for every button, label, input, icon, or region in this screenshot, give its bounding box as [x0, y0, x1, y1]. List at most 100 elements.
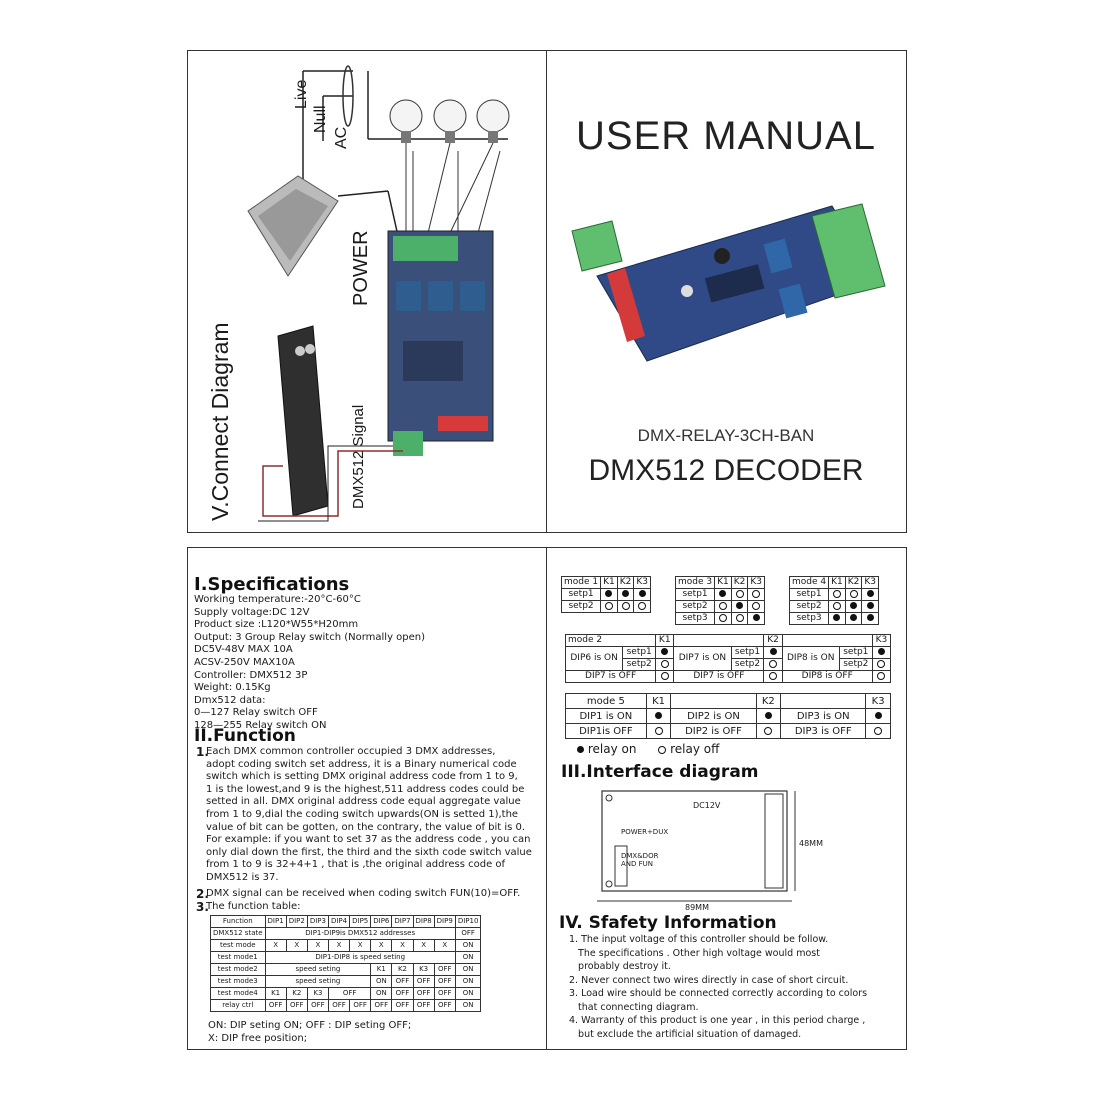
relay-off-mark	[730, 588, 749, 601]
table-cell: mode 2	[564, 634, 657, 647]
function-p1-line: from 1 to 9 is 32+4+1 , that is ,the ori…	[206, 859, 506, 871]
spec-line: Weight: 0.15Kg	[194, 682, 271, 694]
product-board-image	[571, 203, 886, 362]
table-cell: X	[412, 939, 435, 952]
table-cell: DIP3 is ON	[780, 708, 867, 724]
table-header-row: Function DIP1 DIP2 DIP3 DIP4 DIP5 DIP6 D…	[210, 915, 482, 928]
function-paragraph-1: 1. Each DMX common controller occupied 3…	[196, 746, 541, 914]
table-cell: DIP3	[306, 915, 329, 928]
table-cell: setp2	[560, 600, 602, 613]
table-cell: OFF	[412, 975, 435, 988]
relay-on-mark	[616, 588, 635, 601]
function-p1-line: setted in all. DMX original address code…	[206, 796, 521, 808]
safety-heading: IV. Sfafety Information	[559, 913, 777, 933]
interface-diagram	[597, 790, 796, 902]
spec-line: 128—255 Relay switch ON	[194, 719, 327, 731]
connect-diagram-panel: Live Null AC POWER DMX512 Signal V.Conne…	[187, 50, 547, 533]
function-p3: The function table:	[206, 901, 301, 913]
relay-off-mark	[714, 600, 732, 613]
table-cell: setp1	[674, 588, 716, 601]
table-cell: OFF	[285, 999, 308, 1012]
spec-line: ACSV-250V MAX10A	[194, 656, 295, 668]
null-label: Null	[312, 105, 329, 133]
table-cell: OFF	[433, 987, 456, 1000]
safety-line: 3. Load wire should be connected correct…	[569, 988, 868, 999]
table-cell: X	[433, 939, 456, 952]
table-cell: K2	[730, 576, 749, 589]
table-cell: test mode1	[210, 951, 266, 964]
table-cell: setp2	[674, 600, 716, 613]
model-name: DMX-RELAY-3CH-BAN	[637, 426, 815, 445]
table-cell: DIP6	[370, 915, 393, 928]
table-cell: DIP4	[327, 915, 351, 928]
function-p1-line: value of bit can be gotten, on the contr…	[206, 821, 526, 833]
relay-off-mark	[616, 600, 635, 613]
relay-on-mark	[828, 612, 846, 625]
product-name: DMX512 DECODER	[588, 454, 864, 487]
relay-on-mark	[755, 708, 782, 724]
table-row: test mode1 DIP1-DIP8 is speed seting ON	[210, 951, 482, 964]
table-cell: X	[370, 939, 393, 952]
function-p1-line: from 1 to 9,dial the coding switch upwar…	[206, 808, 519, 820]
relay-board	[387, 230, 494, 456]
table-cell: K3	[871, 634, 892, 647]
table-row: relay ctrl OFF OFF OFF OFF OFF OFF OFF O…	[210, 999, 482, 1012]
legend-line: ON: DIP seting ON; OFF : DIP seting OFF;	[208, 1020, 412, 1031]
relay-off-icon	[658, 745, 667, 754]
table-cell: K3	[747, 576, 766, 589]
relay-off-mark	[844, 588, 863, 601]
relay-off-mark	[714, 612, 732, 625]
function-p1-number: 1.	[196, 745, 209, 759]
table-cell: X	[327, 939, 351, 952]
connect-diagram-heading: V.Connect Diagram	[207, 322, 233, 521]
table-cell: OFF	[454, 927, 482, 940]
relay-on-mark	[763, 646, 783, 659]
relay-off-mark	[747, 588, 766, 601]
table-cell: OFF	[327, 999, 351, 1012]
specs-list: Working temperature:-20°C-60°C Supply vo…	[194, 594, 425, 733]
table-cell: OFF	[433, 975, 456, 988]
table-cell: speed seting	[264, 975, 372, 988]
spec-line: Controller: DMX512 3P	[194, 669, 308, 681]
spec-line: Output: 3 Group Relay switch (Normally o…	[194, 631, 426, 643]
table-cell: ON	[454, 999, 482, 1012]
table-cell: DIP1-DIP9is DMX512 addresses	[264, 927, 456, 940]
table-cell: K3	[633, 576, 652, 589]
mode2-table: mode 2 K1 K2 K3 DIP6 is ON setp1 DIP7 is…	[564, 634, 892, 683]
safety-line: but exclude the artificial situation of …	[569, 1028, 802, 1040]
table-row: test mode4 K1 K2 K3 OFF ON OFF OFF OFF O…	[210, 987, 482, 1000]
table-cell: X	[306, 939, 329, 952]
power-supply	[247, 175, 339, 277]
relay-on-mark	[844, 612, 863, 625]
relay-off-mark	[645, 723, 672, 739]
table-cell: OFF	[370, 999, 393, 1012]
relay-off-mark	[655, 658, 675, 671]
connect-diagram-illustration	[247, 65, 510, 522]
table-cell: setp1	[788, 588, 830, 601]
table-cell: DIP5	[349, 915, 372, 928]
table-cell: DIP7 is ON	[673, 646, 732, 671]
relay-off-mark	[633, 600, 652, 613]
table-cell: mode 5	[565, 693, 647, 709]
table-cell: OFF	[412, 987, 435, 1000]
interface-power-label: POWER+DUX	[621, 828, 669, 836]
specs-panel: I.Specifications Working temperature:-20…	[187, 547, 547, 1050]
table-cell: K1	[264, 987, 287, 1000]
safety-line: 4. Warranty of this product is one year …	[569, 1015, 866, 1026]
function-heading: II.Function	[194, 726, 296, 746]
table-row: test mode X X X X X X X X X ON	[210, 939, 482, 952]
table-cell: OFF	[433, 963, 456, 976]
relay-off-label: relay off	[670, 742, 720, 756]
table-cell: DIP1	[264, 915, 287, 928]
table-cell: relay ctrl	[210, 999, 266, 1012]
relay-legend: relay on relay off	[577, 743, 719, 756]
table-cell: setp2	[838, 658, 873, 671]
table-cell: K3	[412, 963, 435, 976]
relay-on-mark	[871, 646, 892, 659]
table-cell: DIP10	[454, 915, 482, 928]
table-cell: setp2	[788, 600, 830, 613]
signal-label: DMX512 Signal	[350, 404, 367, 509]
spec-line: Dmx512 data:	[194, 694, 266, 706]
